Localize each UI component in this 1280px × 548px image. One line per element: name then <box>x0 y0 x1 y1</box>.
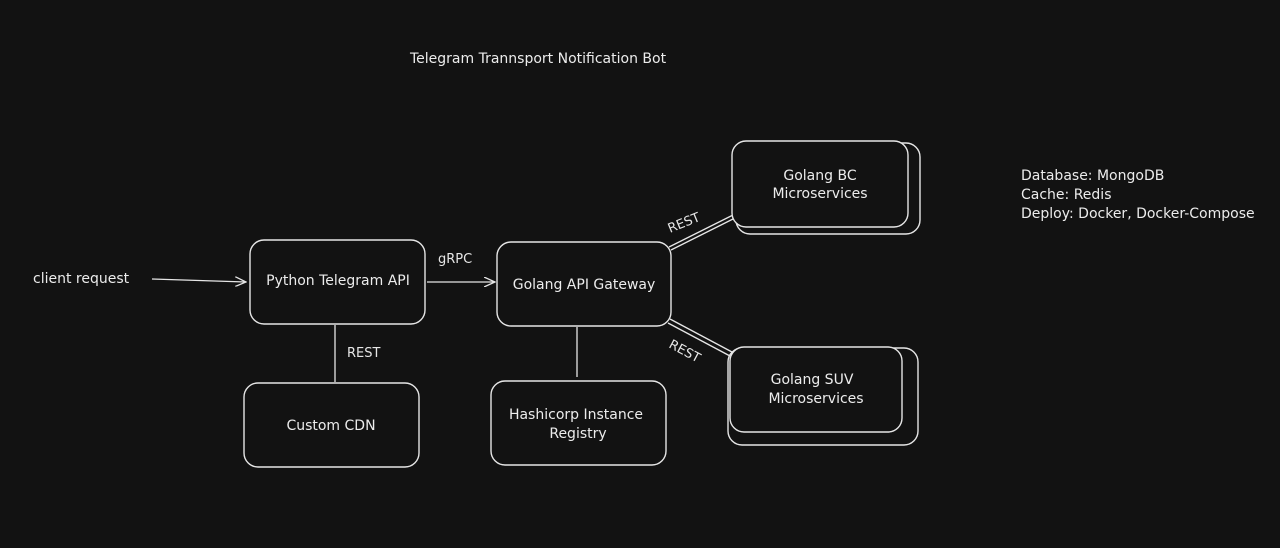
custom-cdn-node: Custom CDN <box>243 382 420 468</box>
golang-bc-node: Golang BC Microservices <box>731 140 921 235</box>
grpc-label: gRPC <box>438 252 472 267</box>
golang-api-gateway-node: Golang API Gateway <box>496 241 672 327</box>
suv-connector-a <box>669 318 733 353</box>
golang-suv-label-line2: Microservices <box>768 391 863 407</box>
hashicorp-registry-node: Hashicorp Instance Registry <box>490 380 667 466</box>
golang-suv-node: Golang SUV Microservices <box>727 346 919 446</box>
hashicorp-registry-label-line2: Registry <box>549 426 606 442</box>
suv-rest-label: REST <box>666 337 703 366</box>
golang-suv-label-line1: Golang SUV <box>771 372 854 388</box>
custom-cdn-label: Custom CDN <box>286 418 375 434</box>
stack-note-cache: Cache: Redis <box>1021 187 1112 203</box>
cdn-rest-label: REST <box>347 346 380 361</box>
diagram-title: Telegram Trannsport Notification Bot <box>409 51 667 67</box>
stack-note-deploy: Deploy: Docker, Docker-Compose <box>1021 206 1255 222</box>
bc-connector-a <box>668 214 734 248</box>
bc-connector-b <box>670 217 736 251</box>
client-request-arrow <box>151 279 246 282</box>
client-request-label: client request <box>33 271 130 287</box>
suv-connector-b <box>667 322 731 357</box>
golang-bc-label-line2: Microservices <box>772 186 867 202</box>
python-telegram-api-label: Python Telegram API <box>266 273 410 289</box>
hashicorp-registry-label-line1: Hashicorp Instance <box>509 407 643 423</box>
golang-bc-label-line1: Golang BC <box>783 168 856 184</box>
python-telegram-api-node: Python Telegram API <box>249 239 426 325</box>
stack-note-database: Database: MongoDB <box>1021 168 1164 184</box>
golang-api-gateway-label: Golang API Gateway <box>513 277 656 293</box>
